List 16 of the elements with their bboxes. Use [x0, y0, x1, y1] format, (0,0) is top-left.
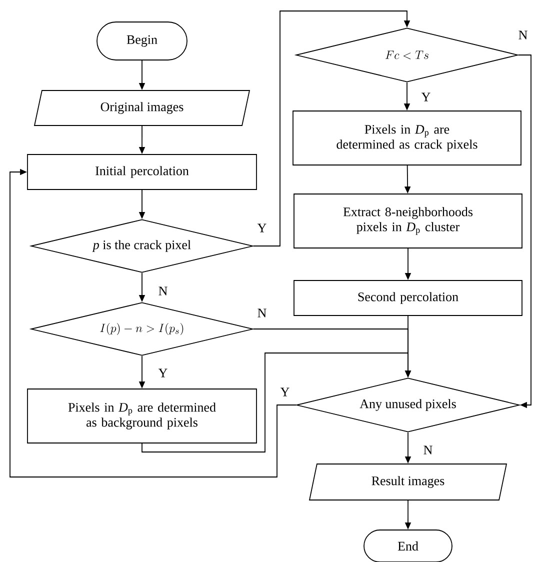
process-box: Pixels in D$_{p}$ are determined as crack pixels [292, 110, 522, 166]
edge-label: N [157, 286, 169, 296]
arrow [10, 168, 296, 478]
process-box: Initial percolation [27, 154, 257, 190]
process-box: Pixels in D$_{p}$ are determined as background pixels [27, 388, 257, 444]
edge-label: Y [420, 92, 432, 102]
edge-label: Y [157, 368, 169, 378]
arrow [253, 10, 410, 246]
process-box: Extract 8-neighborhoods pixels in D$_{p}$ cluster [294, 194, 522, 248]
edge-label: Y [256, 222, 268, 234]
process-box: Second percolation [294, 280, 522, 316]
arrow [518, 54, 532, 408]
edge-label: N [256, 308, 268, 318]
edge-label: N [517, 30, 529, 40]
edge-label: N [422, 444, 434, 456]
edge-label: Y [279, 386, 291, 398]
